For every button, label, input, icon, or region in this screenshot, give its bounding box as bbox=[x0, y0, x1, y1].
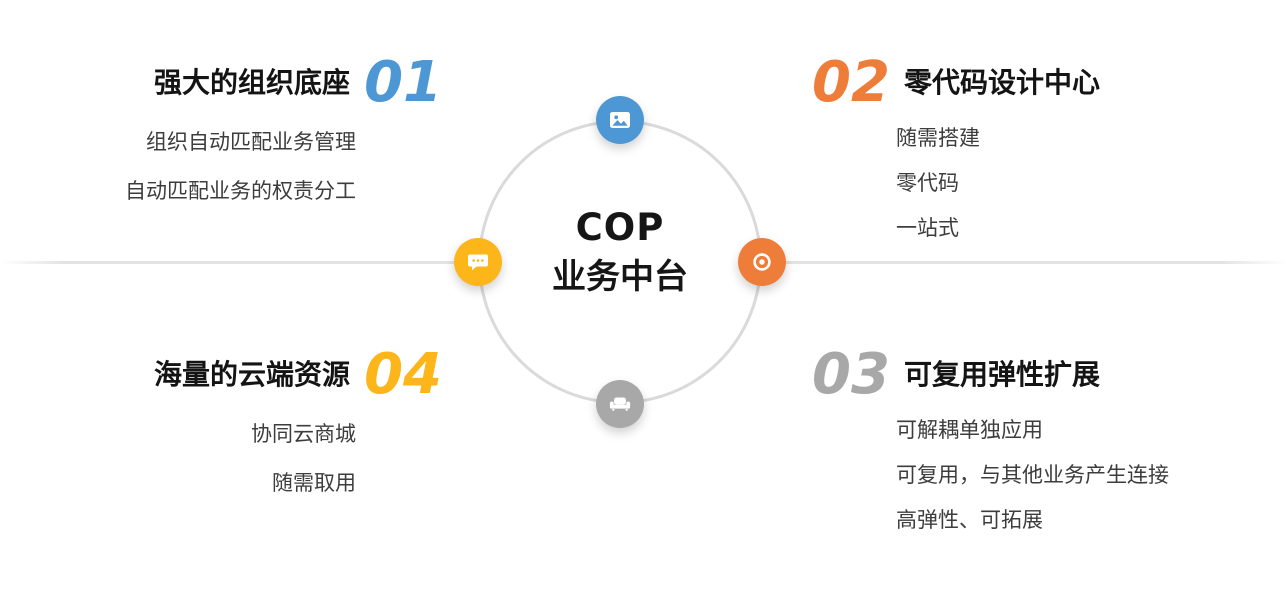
feature-item: 随需搭建 bbox=[896, 126, 980, 150]
feature-01-head: 强大的组织底座 01 bbox=[60, 54, 442, 112]
feature-item: 可复用，与其他业务产生连接 bbox=[896, 463, 1169, 487]
feature-01-number: 01 bbox=[364, 50, 442, 115]
feature-item: 一站式 bbox=[896, 216, 959, 240]
feature-01: 强大的组织底座 01 组织自动匹配业务管理 自动匹配业务的权责分工 bbox=[60, 54, 442, 216]
center-title-line1: COP bbox=[575, 206, 665, 249]
feature-04: 海量的云端资源 04 协同云商城 随需取用 bbox=[60, 346, 442, 508]
feature-04-number: 04 bbox=[364, 342, 442, 407]
feature-02: 02 零代码设计中心 随需搭建 零代码 一站式 bbox=[812, 54, 1252, 251]
feature-02-head: 02 零代码设计中心 bbox=[812, 54, 1252, 112]
feature-item: 可解耦单独应用 bbox=[896, 418, 1043, 442]
feature-04-title: 海量的云端资源 bbox=[154, 358, 351, 391]
target-badge bbox=[738, 238, 786, 286]
feature-03-number: 03 bbox=[812, 342, 890, 407]
feature-item: 组织自动匹配业务管理 bbox=[146, 130, 356, 154]
feature-03: 03 可复用弹性扩展 可解耦单独应用 可复用，与其他业务产生连接 高弹性、可拓展 bbox=[812, 346, 1272, 543]
feature-01-items: 组织自动匹配业务管理 自动匹配业务的权责分工 bbox=[60, 118, 356, 216]
chat-badge bbox=[454, 238, 502, 286]
sofa-badge bbox=[596, 380, 644, 428]
chat-icon bbox=[466, 250, 490, 274]
feature-item: 自动匹配业务的权责分工 bbox=[125, 179, 356, 203]
feature-item: 高弹性、可拓展 bbox=[896, 508, 1043, 532]
feature-02-title: 零代码设计中心 bbox=[903, 66, 1100, 99]
sofa-icon bbox=[608, 392, 632, 416]
feature-02-number: 02 bbox=[812, 50, 890, 115]
feature-item: 随需取用 bbox=[272, 471, 356, 495]
feature-item: 零代码 bbox=[896, 171, 959, 195]
feature-04-items: 协同云商城 随需取用 bbox=[60, 410, 356, 508]
picture-badge bbox=[596, 96, 644, 144]
feature-04-head: 海量的云端资源 04 bbox=[60, 346, 442, 404]
feature-02-items: 随需搭建 零代码 一站式 bbox=[896, 116, 1252, 251]
feature-03-title: 可复用弹性扩展 bbox=[903, 358, 1100, 391]
center-title: COP 业务中台 bbox=[478, 203, 762, 301]
feature-01-title: 强大的组织底座 bbox=[154, 66, 351, 99]
feature-03-head: 03 可复用弹性扩展 bbox=[812, 346, 1272, 404]
center-title-line2: 业务中台 bbox=[552, 257, 688, 297]
feature-03-items: 可解耦单独应用 可复用，与其他业务产生连接 高弹性、可拓展 bbox=[896, 408, 1272, 543]
feature-item: 协同云商城 bbox=[251, 422, 356, 446]
target-icon bbox=[750, 250, 774, 274]
picture-icon bbox=[608, 108, 632, 132]
